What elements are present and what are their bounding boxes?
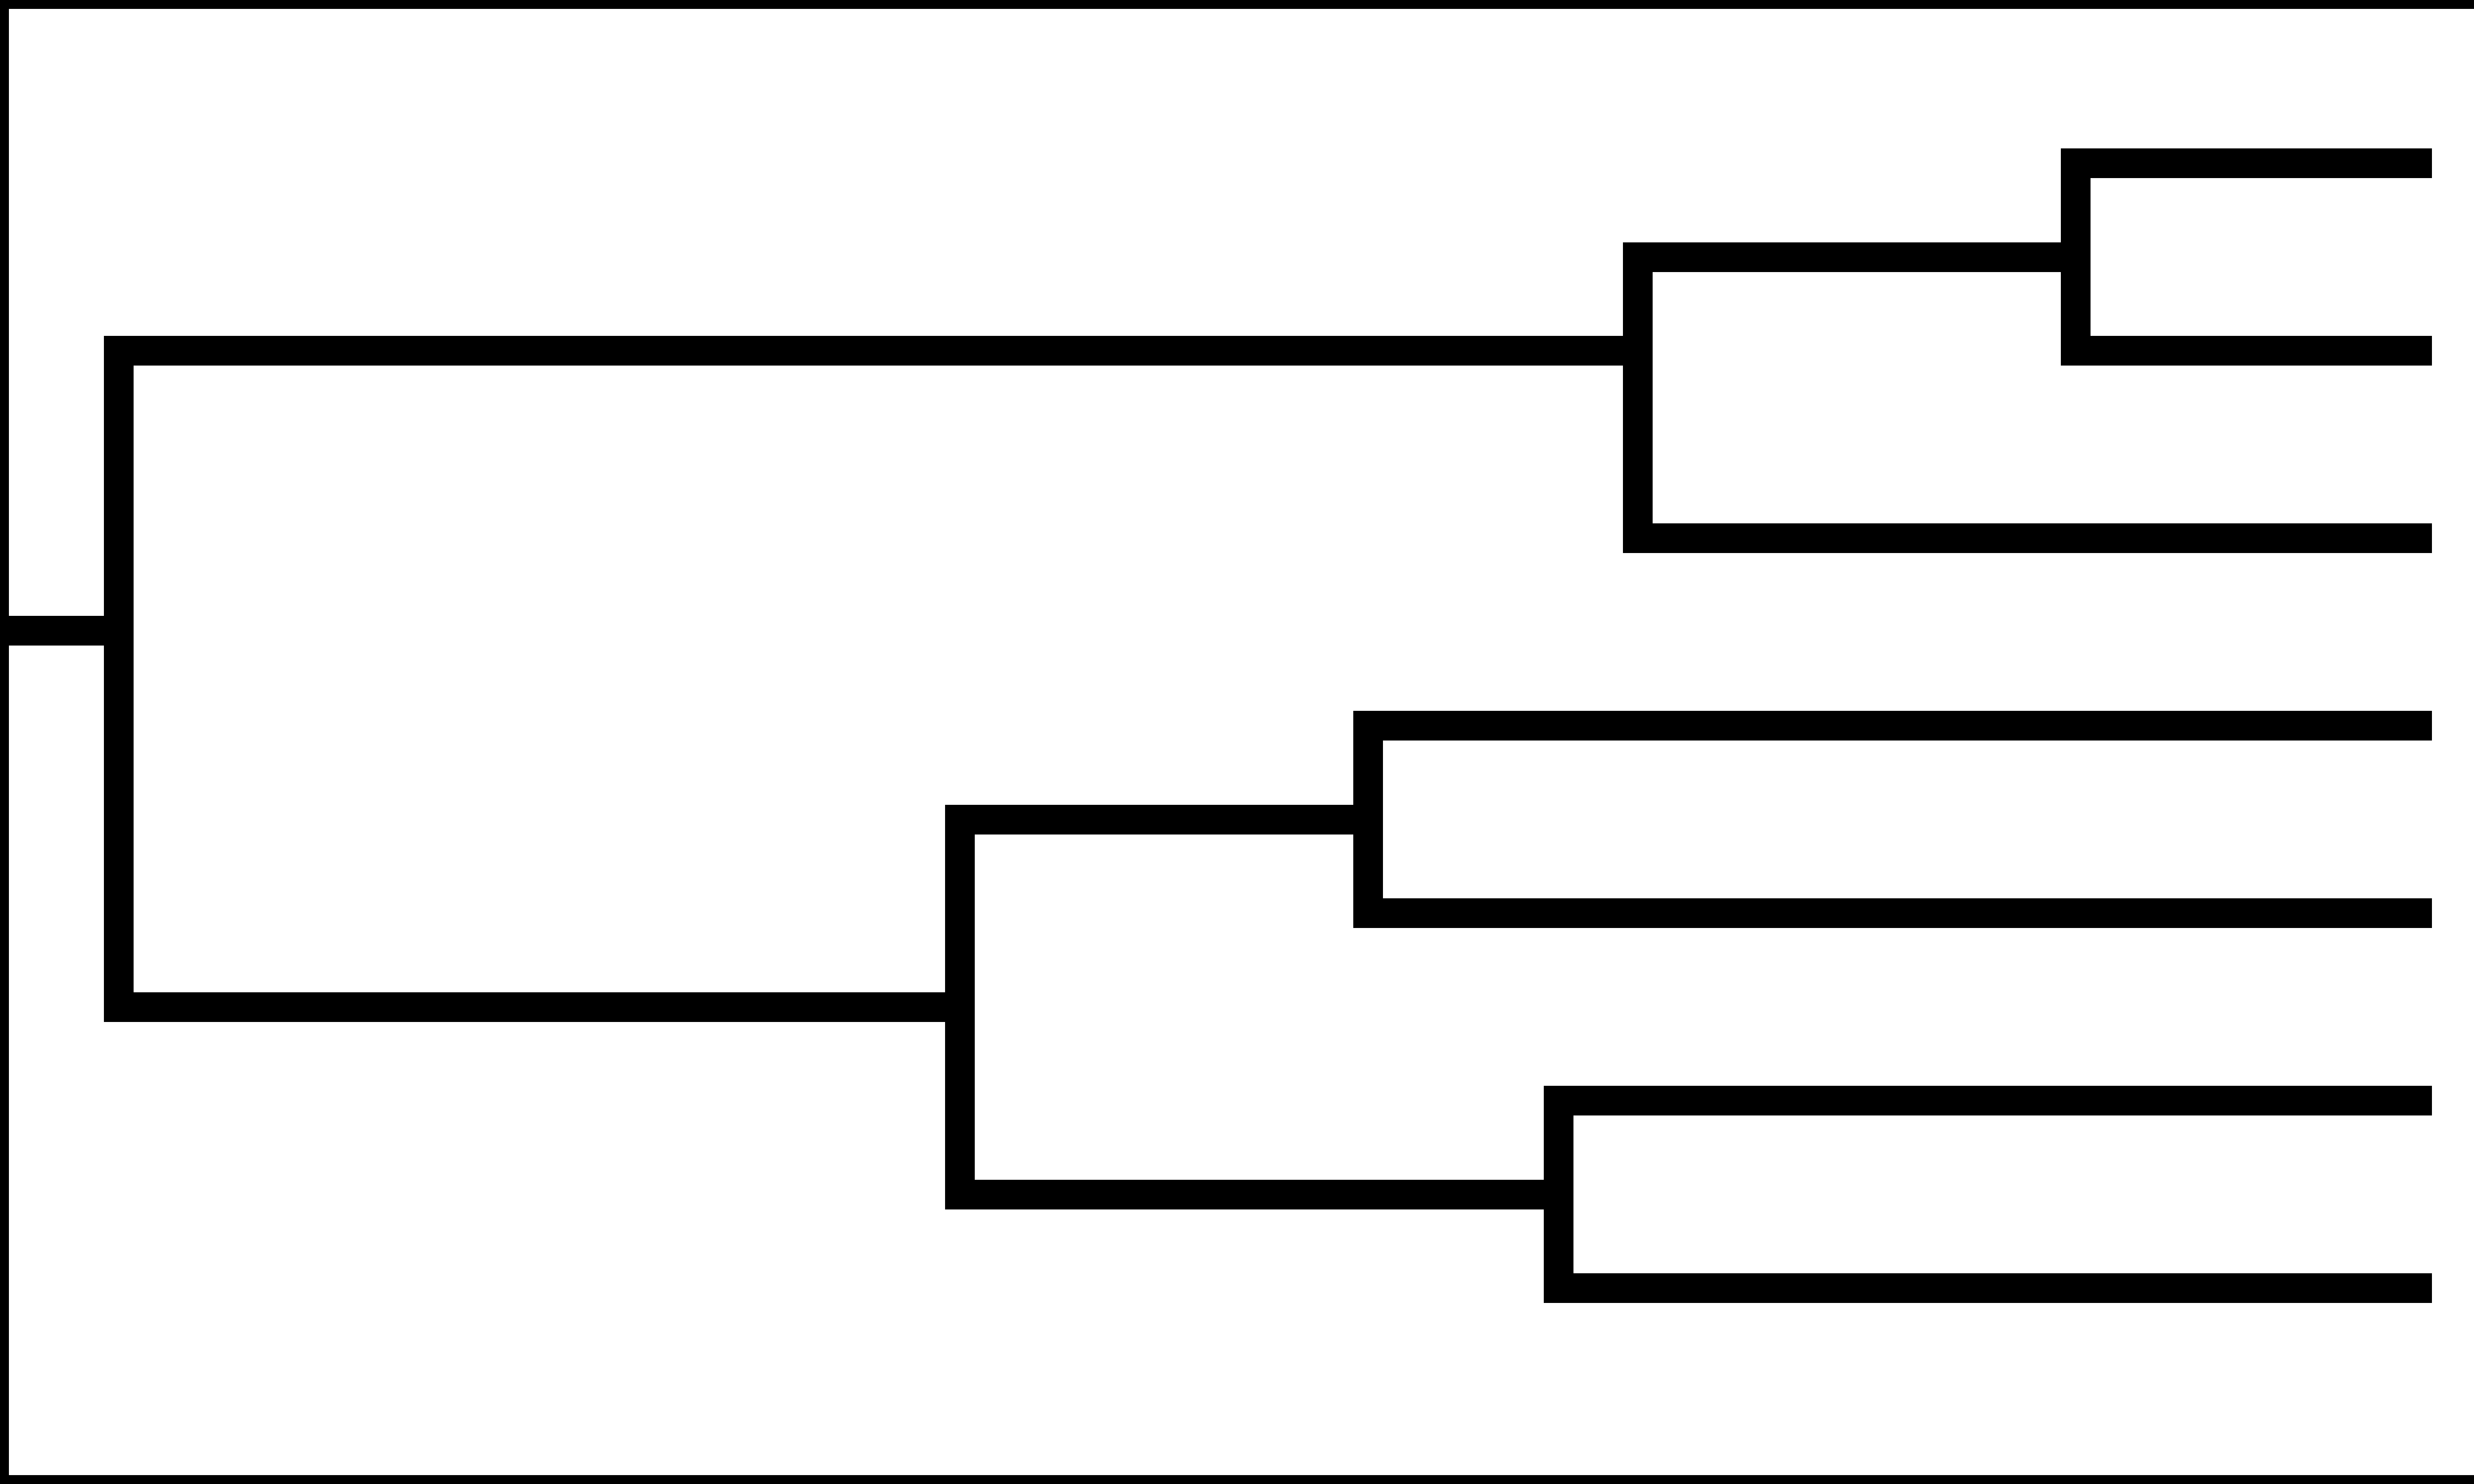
branch-lower-clade: [104, 992, 975, 1022]
node-lower: [945, 805, 975, 1209]
branch-to-wmgm-node: [1623, 242, 2091, 272]
branch-upper-clade: [104, 336, 1653, 366]
root-trunk: [104, 336, 134, 1022]
branch-wf: [1623, 523, 2432, 553]
branch-gm: [2061, 336, 2432, 366]
branch-wm: [2061, 148, 2432, 178]
node-bm-gf: [1353, 711, 1383, 928]
branch-yf: [1544, 1273, 2432, 1303]
node-bf-yf: [1544, 1086, 1573, 1303]
branch-to-bfyf-node: [945, 1180, 1573, 1209]
node-upper: [1623, 242, 1653, 553]
branch-bm: [1353, 711, 2432, 741]
branch-gf: [1353, 898, 2432, 928]
branch-bf: [1544, 1086, 2432, 1115]
node-wm-gm: [2061, 148, 2091, 366]
branch-to-bmgf-node: [945, 805, 1383, 835]
